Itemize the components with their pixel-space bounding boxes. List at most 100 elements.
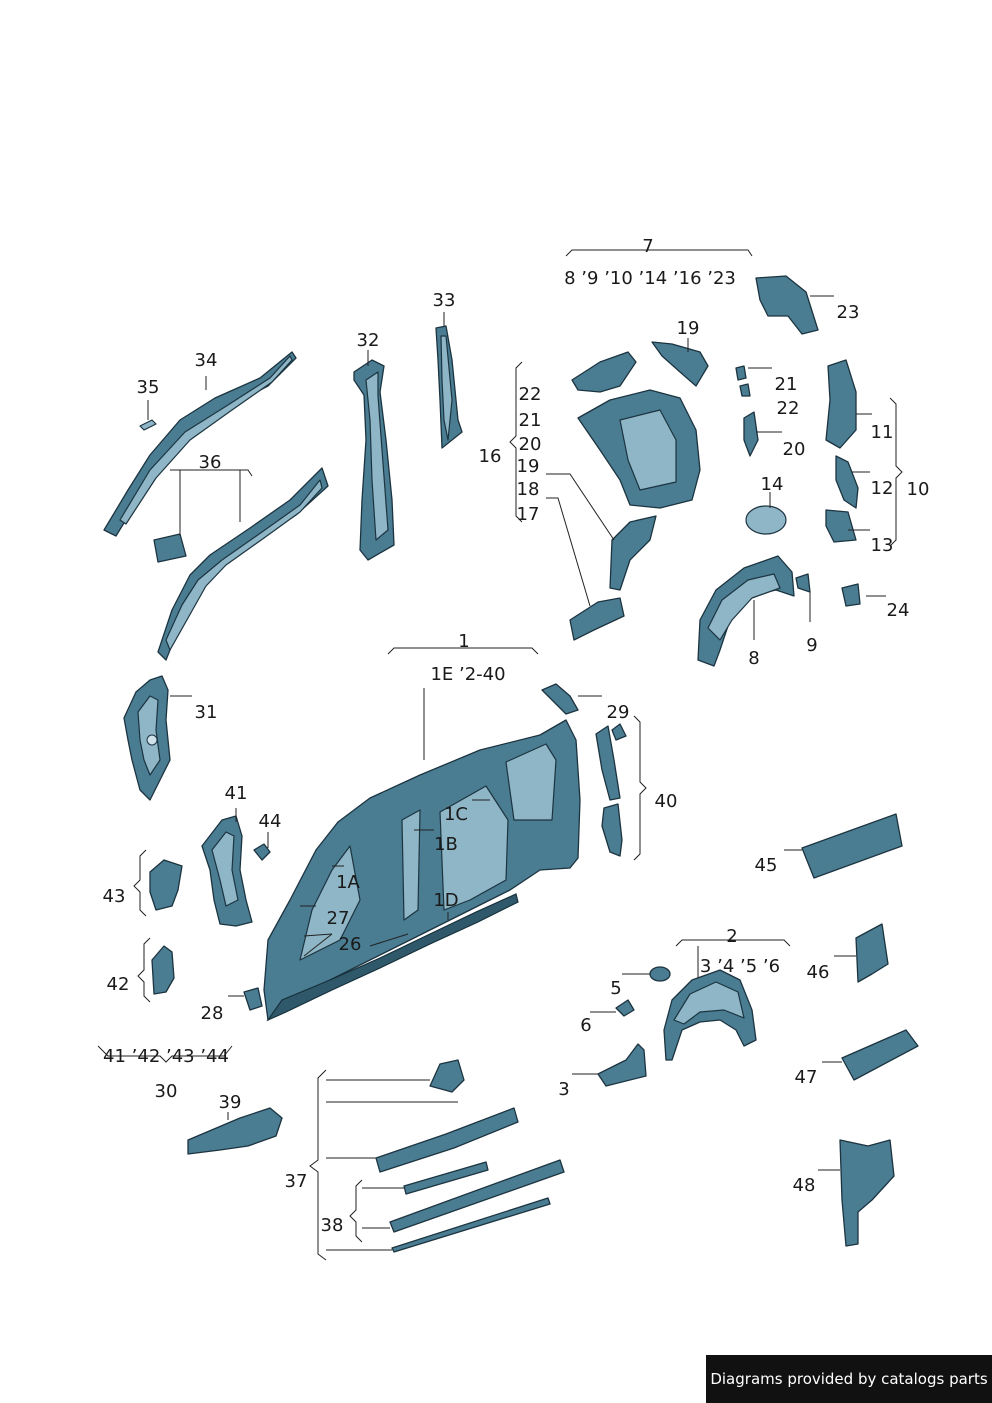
label-44: 44 <box>259 811 282 832</box>
label-13: 13 <box>871 535 894 556</box>
part-3-bracket[interactable] <box>597 1043 647 1087</box>
part-11-bracket[interactable] <box>825 359 857 449</box>
part-33-pillar-strip[interactable] <box>435 325 463 449</box>
part-28-clip[interactable] <box>243 987 263 1011</box>
label-28: 28 <box>201 1003 224 1024</box>
label-8: 8 <box>748 648 759 669</box>
part-36-rail-reinforcement[interactable] <box>153 467 329 661</box>
label-2: 2 <box>726 926 737 947</box>
part-29-bracket[interactable] <box>541 683 579 715</box>
part-42-bracket[interactable] <box>151 945 175 995</box>
part-40-reinforcements[interactable] <box>595 723 627 857</box>
part-43-bracket[interactable] <box>149 859 183 911</box>
part-45-rail[interactable] <box>801 813 903 879</box>
label-12: 12 <box>871 478 894 499</box>
label-18: 18 <box>517 479 540 500</box>
part-37-sill-group[interactable] <box>375 1059 565 1253</box>
label-32: 32 <box>357 330 380 351</box>
label-46: 46 <box>807 962 830 983</box>
part-21-clip[interactable] <box>735 365 747 381</box>
label-38: 38 <box>321 1215 344 1236</box>
label-1A: 1A <box>336 872 360 893</box>
part-39-panel[interactable] <box>187 1107 283 1155</box>
label-26: 26 <box>339 934 362 955</box>
label-19: 19 <box>517 456 540 477</box>
label-14: 14 <box>761 474 784 495</box>
part-32-b-pillar[interactable] <box>353 359 395 561</box>
label-24: 24 <box>887 600 910 621</box>
label-7: 7 <box>642 236 653 257</box>
label-45: 45 <box>755 855 778 876</box>
label-20: 20 <box>519 434 542 455</box>
label-6: 6 <box>580 1015 591 1036</box>
part-2-wheel-arch[interactable] <box>663 969 757 1061</box>
part-47-rail[interactable] <box>841 1029 919 1081</box>
label-10: 10 <box>907 479 930 500</box>
part-5-grommet[interactable] <box>649 966 671 982</box>
label-11: 11 <box>871 422 894 443</box>
part-44-clip[interactable] <box>253 843 271 861</box>
label-31: 31 <box>195 702 218 723</box>
label-21-right: 21 <box>775 374 798 395</box>
label-7-sub: 8 ’9 ’10 ’14 ’16 ’23 <box>564 268 736 289</box>
part-46-bracket[interactable] <box>855 923 889 983</box>
part-34-roof-rail[interactable] <box>103 351 297 537</box>
label-1C: 1C <box>444 804 468 825</box>
leader-lines <box>97 249 903 1261</box>
callout-labels: 7 8 ’9 ’10 ’14 ’16 ’23 23 33 19 32 34 35… <box>103 236 930 1236</box>
label-36: 36 <box>199 452 222 473</box>
part-12-bracket[interactable] <box>835 455 859 509</box>
label-39: 39 <box>219 1092 242 1113</box>
label-19-top: 19 <box>677 318 700 339</box>
footer-credit: Diagrams provided by catalogs parts <box>706 1355 992 1403</box>
label-43: 43 <box>103 886 126 907</box>
label-21: 21 <box>519 410 542 431</box>
part-22-clip[interactable] <box>739 383 751 397</box>
label-30-sub: 41 ’42 ’43 ’44 <box>103 1046 229 1067</box>
label-48: 48 <box>793 1175 816 1196</box>
part-8-wheelhouse[interactable] <box>697 555 795 667</box>
part-17-sill[interactable] <box>569 597 625 641</box>
part-14-cap[interactable] <box>745 505 787 535</box>
part-23-bracket[interactable] <box>755 275 819 335</box>
label-1B: 1B <box>434 834 458 855</box>
label-22-right: 22 <box>777 398 800 419</box>
part-35-clip[interactable] <box>139 419 157 431</box>
part-1-side-panel[interactable] <box>263 719 581 1022</box>
label-1-sub: 1E ’2-40 <box>430 664 505 685</box>
label-40: 40 <box>655 791 678 812</box>
label-42: 42 <box>107 974 130 995</box>
label-3: 3 <box>558 1079 569 1100</box>
part-6-clip[interactable] <box>615 999 635 1017</box>
part-31-a-pillar-lower[interactable] <box>123 675 171 801</box>
label-2-sub: 3 ’4 ’5 ’6 <box>700 956 780 977</box>
label-41: 41 <box>225 783 248 804</box>
label-1: 1 <box>458 631 469 652</box>
label-47: 47 <box>795 1067 818 1088</box>
label-5: 5 <box>610 978 621 999</box>
label-37: 37 <box>285 1171 308 1192</box>
label-23: 23 <box>837 302 860 323</box>
label-29: 29 <box>607 702 630 723</box>
part-48-bracket[interactable] <box>839 1139 895 1247</box>
label-9: 9 <box>806 635 817 656</box>
part-19-bracket[interactable] <box>651 341 709 387</box>
label-34: 34 <box>195 350 218 371</box>
label-27: 27 <box>327 908 350 929</box>
label-16: 16 <box>479 446 502 467</box>
label-30: 30 <box>155 1081 178 1102</box>
label-35: 35 <box>137 377 160 398</box>
part-41-bracket[interactable] <box>201 815 253 927</box>
label-20-right: 20 <box>783 439 806 460</box>
label-1D: 1D <box>433 890 458 911</box>
part-24-bracket[interactable] <box>841 583 861 607</box>
part-7-quarter-inner[interactable] <box>571 351 701 509</box>
part-18-panel[interactable] <box>609 515 657 591</box>
label-22: 22 <box>519 384 542 405</box>
part-9-bracket[interactable] <box>795 573 811 593</box>
part-20-clip[interactable] <box>743 411 759 457</box>
label-33: 33 <box>433 290 456 311</box>
label-17: 17 <box>517 504 540 525</box>
part-13-bracket[interactable] <box>825 509 857 543</box>
